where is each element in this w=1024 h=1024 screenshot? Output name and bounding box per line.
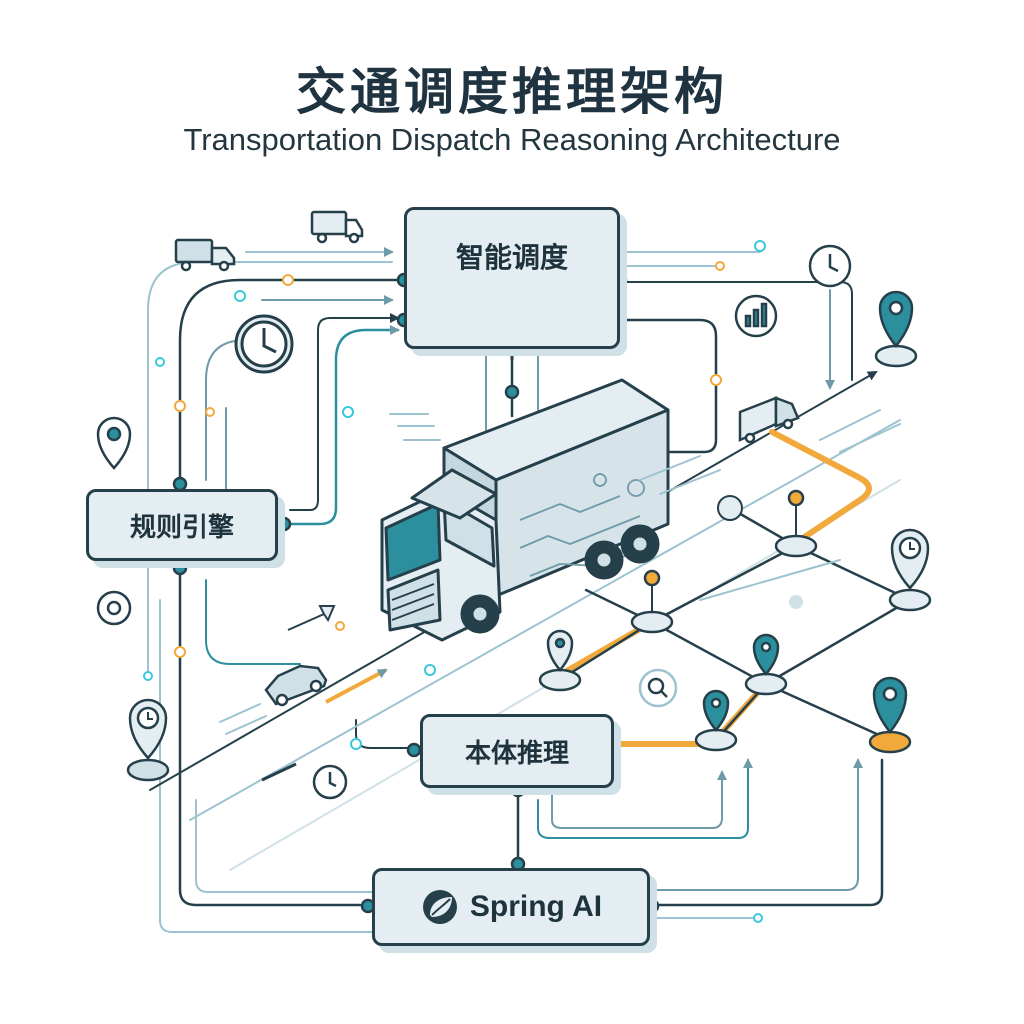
location-pin-icon [546, 629, 574, 672]
route-node-5 [694, 728, 738, 752]
rail-rules-loop [276, 325, 400, 526]
route-node-1 [774, 534, 818, 558]
route-edge-1 [728, 506, 912, 602]
pin-head-orange [643, 569, 661, 587]
rules-engine-node-label: 规则引擎 [129, 512, 234, 543]
clock-icon [234, 314, 294, 374]
rail-left-outer [159, 599, 373, 933]
rail-rules-dispatch-1 [178, 278, 406, 491]
ontology-reasoning-node: 本体推理 [420, 714, 614, 788]
rail-spring-right-3 [649, 758, 863, 891]
page-subtitle: Transportation Dispatch Reasoning Archit… [183, 122, 841, 157]
clock-icon [808, 244, 852, 288]
spring-ai-node: Spring AI [372, 868, 650, 946]
route-network [562, 429, 912, 747]
rail-spring-right [648, 758, 884, 907]
location-pin-icon [702, 689, 730, 732]
rail-dispatch-right-3 [619, 281, 853, 381]
rules-engine-node: 规则引擎 [86, 489, 278, 561]
clock-icon [312, 764, 348, 800]
rail-dispatch-right-4 [618, 318, 718, 454]
rail-rules-down [178, 559, 362, 907]
route-node-9 [126, 758, 170, 782]
rail-rules-loop-2 [289, 313, 400, 511]
location-pin-icon [872, 676, 908, 735]
rail-left-mid [195, 799, 373, 893]
dispatch-node-label: 智能调度 [455, 241, 568, 274]
rail-rules-down-2 [205, 579, 301, 665]
bar-chart-icon [734, 294, 778, 338]
clock-pin-icon [128, 698, 168, 760]
gear-icon [96, 590, 132, 626]
route-node-7 [874, 344, 918, 368]
delivery-van-icon [738, 396, 800, 444]
location-pin-icon [752, 633, 780, 676]
route-node-4 [888, 588, 932, 612]
ontology-reasoning-node-label: 本体推理 [464, 738, 569, 769]
small-truck-icon [310, 210, 364, 244]
route-node-2 [630, 610, 674, 634]
search-icon [638, 668, 678, 708]
small-truck-icon [174, 238, 236, 272]
map-pins [128, 290, 930, 760]
accent-dots [143, 240, 803, 923]
route-edge-6 [699, 559, 841, 601]
spring-leaf-icon [422, 890, 457, 924]
spring-ai-node-label: Spring AI [469, 890, 603, 923]
page-title: 交通调度推理架构 [296, 63, 728, 121]
car-icon [264, 664, 328, 707]
road-lane-mid [189, 419, 901, 821]
decor-dashes [219, 409, 901, 735]
route-node-10 [717, 495, 743, 521]
clock-pin-icon [890, 528, 930, 590]
route-node-6 [538, 668, 582, 692]
rail-ontology-loop-2 [551, 770, 727, 829]
route-node-3 [744, 672, 788, 696]
main-truck-icon [380, 378, 670, 642]
road-arrows [261, 605, 388, 782]
pin-head-orange [787, 489, 805, 507]
location-pin-icon [878, 290, 914, 349]
refresh-gear-icon [96, 416, 132, 470]
rail-ontology-loop [537, 758, 753, 839]
dispatch-node: 智能调度 [404, 207, 620, 349]
route-node-8 [868, 730, 912, 754]
route-orange-top [769, 429, 872, 543]
